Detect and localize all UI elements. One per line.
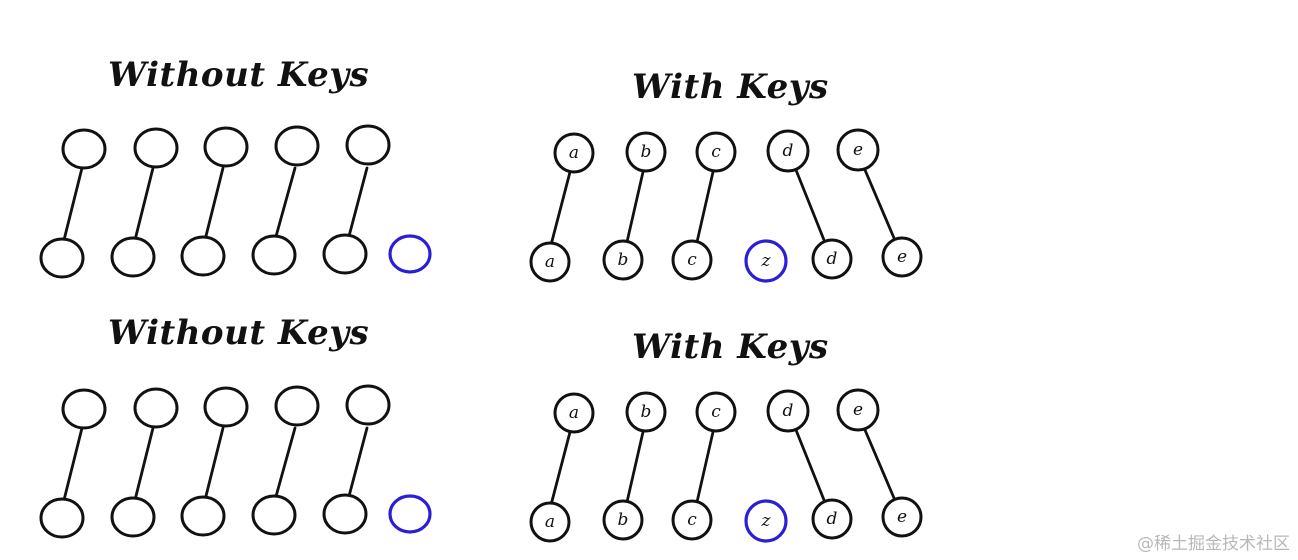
new-node <box>388 494 432 534</box>
node <box>322 493 368 535</box>
edge <box>62 166 84 242</box>
node-label: b <box>641 142 652 162</box>
edge <box>794 168 826 242</box>
edge <box>203 166 225 242</box>
key-node-d <box>766 389 810 433</box>
node-label: c <box>687 510 697 530</box>
key-node-c <box>695 131 737 173</box>
node-label: e <box>853 140 863 160</box>
key-node-b <box>602 499 644 541</box>
key-node-a <box>553 132 595 174</box>
key-node-e <box>881 236 923 278</box>
node <box>61 128 107 170</box>
node <box>251 494 297 536</box>
edge <box>203 426 225 502</box>
key-node-z-new <box>744 499 788 543</box>
node <box>110 236 156 278</box>
edge <box>549 430 572 507</box>
node-label: c <box>711 402 721 422</box>
node-label: c <box>687 250 697 270</box>
key-node-c <box>671 239 713 281</box>
title-with-keys-top: With Keys <box>632 67 829 107</box>
node <box>39 497 85 539</box>
key-node-d <box>766 129 810 173</box>
key-node-d <box>811 498 853 540</box>
key-node-a <box>553 392 595 434</box>
node-label: b <box>641 402 652 422</box>
edge <box>549 170 572 247</box>
node-label: e <box>897 247 907 267</box>
node-label: z <box>761 251 772 271</box>
key-node-e <box>836 388 880 432</box>
node <box>274 385 320 427</box>
node <box>110 496 156 538</box>
edge <box>273 426 297 502</box>
node <box>345 124 391 166</box>
node-label: b <box>618 250 629 270</box>
without-keys-top-diagram <box>39 124 432 279</box>
node <box>203 386 249 428</box>
edge <box>695 170 715 244</box>
node-label: a <box>569 143 579 163</box>
node-label: a <box>545 512 555 532</box>
edge <box>346 426 369 502</box>
key-node-b <box>625 131 667 173</box>
edge <box>625 170 645 244</box>
node <box>39 237 85 279</box>
node-label: b <box>618 510 629 530</box>
node-label: a <box>569 403 579 423</box>
edge <box>863 428 896 500</box>
node-label: d <box>783 141 794 161</box>
key-node-a <box>529 241 571 283</box>
new-node <box>388 234 432 274</box>
key-node-b <box>625 391 667 433</box>
edge <box>273 166 297 242</box>
edge <box>794 428 826 502</box>
without-keys-bottom-diagram <box>39 384 432 539</box>
node-label: a <box>545 252 555 272</box>
edge <box>62 426 84 502</box>
title-without-keys-top: Without Keys <box>108 55 369 95</box>
key-node-b <box>602 239 644 281</box>
edge <box>863 168 896 240</box>
key-node-c <box>671 499 713 541</box>
node <box>274 125 320 167</box>
node <box>203 126 249 168</box>
node-label: z <box>761 511 772 531</box>
edge <box>695 430 715 504</box>
node <box>180 495 226 537</box>
node-label: d <box>827 249 838 269</box>
node <box>345 384 391 426</box>
node-label: e <box>897 507 907 527</box>
title-with-keys-bottom: With Keys <box>632 327 829 367</box>
key-node-e <box>836 128 880 172</box>
edge <box>133 426 155 502</box>
node-label: c <box>711 142 721 162</box>
watermark: @稀土掘金技术社区 <box>1137 534 1290 554</box>
key-node-a <box>529 501 571 543</box>
node <box>251 234 297 276</box>
node <box>61 388 107 430</box>
node-label: d <box>827 509 838 529</box>
key-node-d <box>811 238 853 280</box>
with-keys-bottom-diagram: a b c d e a b c z d e <box>529 388 923 543</box>
node-label: e <box>853 400 863 420</box>
node <box>133 127 179 169</box>
key-node-c <box>695 391 737 433</box>
edge <box>133 166 155 242</box>
edge <box>625 430 645 504</box>
key-node-e <box>881 496 923 538</box>
key-node-z-new <box>744 239 788 283</box>
title-without-keys-bottom: Without Keys <box>108 313 369 353</box>
with-keys-top-diagram: a b c d e a b c z d e <box>529 128 923 283</box>
node <box>180 235 226 277</box>
node-label: d <box>783 401 794 421</box>
edge <box>346 166 369 242</box>
node <box>133 387 179 429</box>
node <box>322 233 368 275</box>
